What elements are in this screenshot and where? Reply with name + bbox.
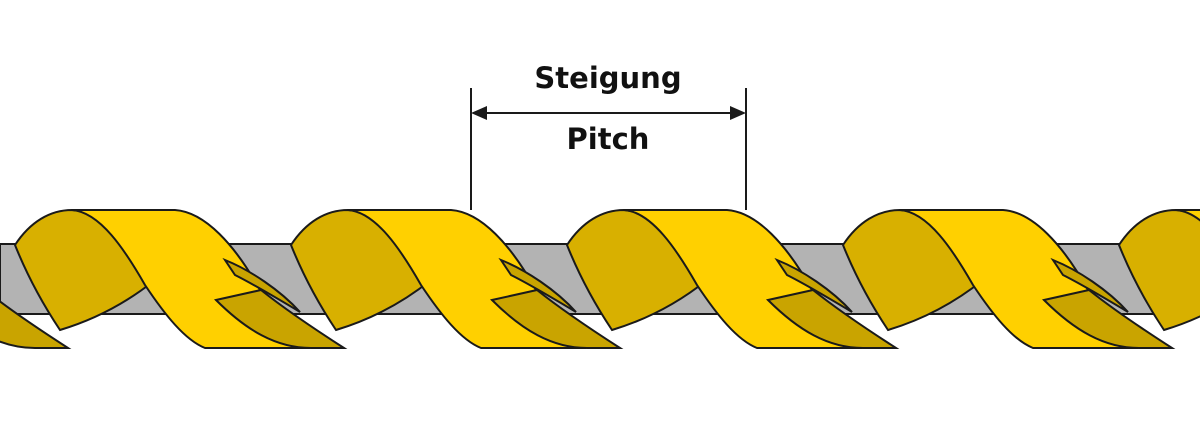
dimension-arrow-right	[730, 106, 746, 120]
dimension-arrow-left	[471, 106, 487, 120]
pitch-label-german: Steigung	[534, 61, 682, 95]
pitch-label-english: Pitch	[566, 122, 650, 156]
